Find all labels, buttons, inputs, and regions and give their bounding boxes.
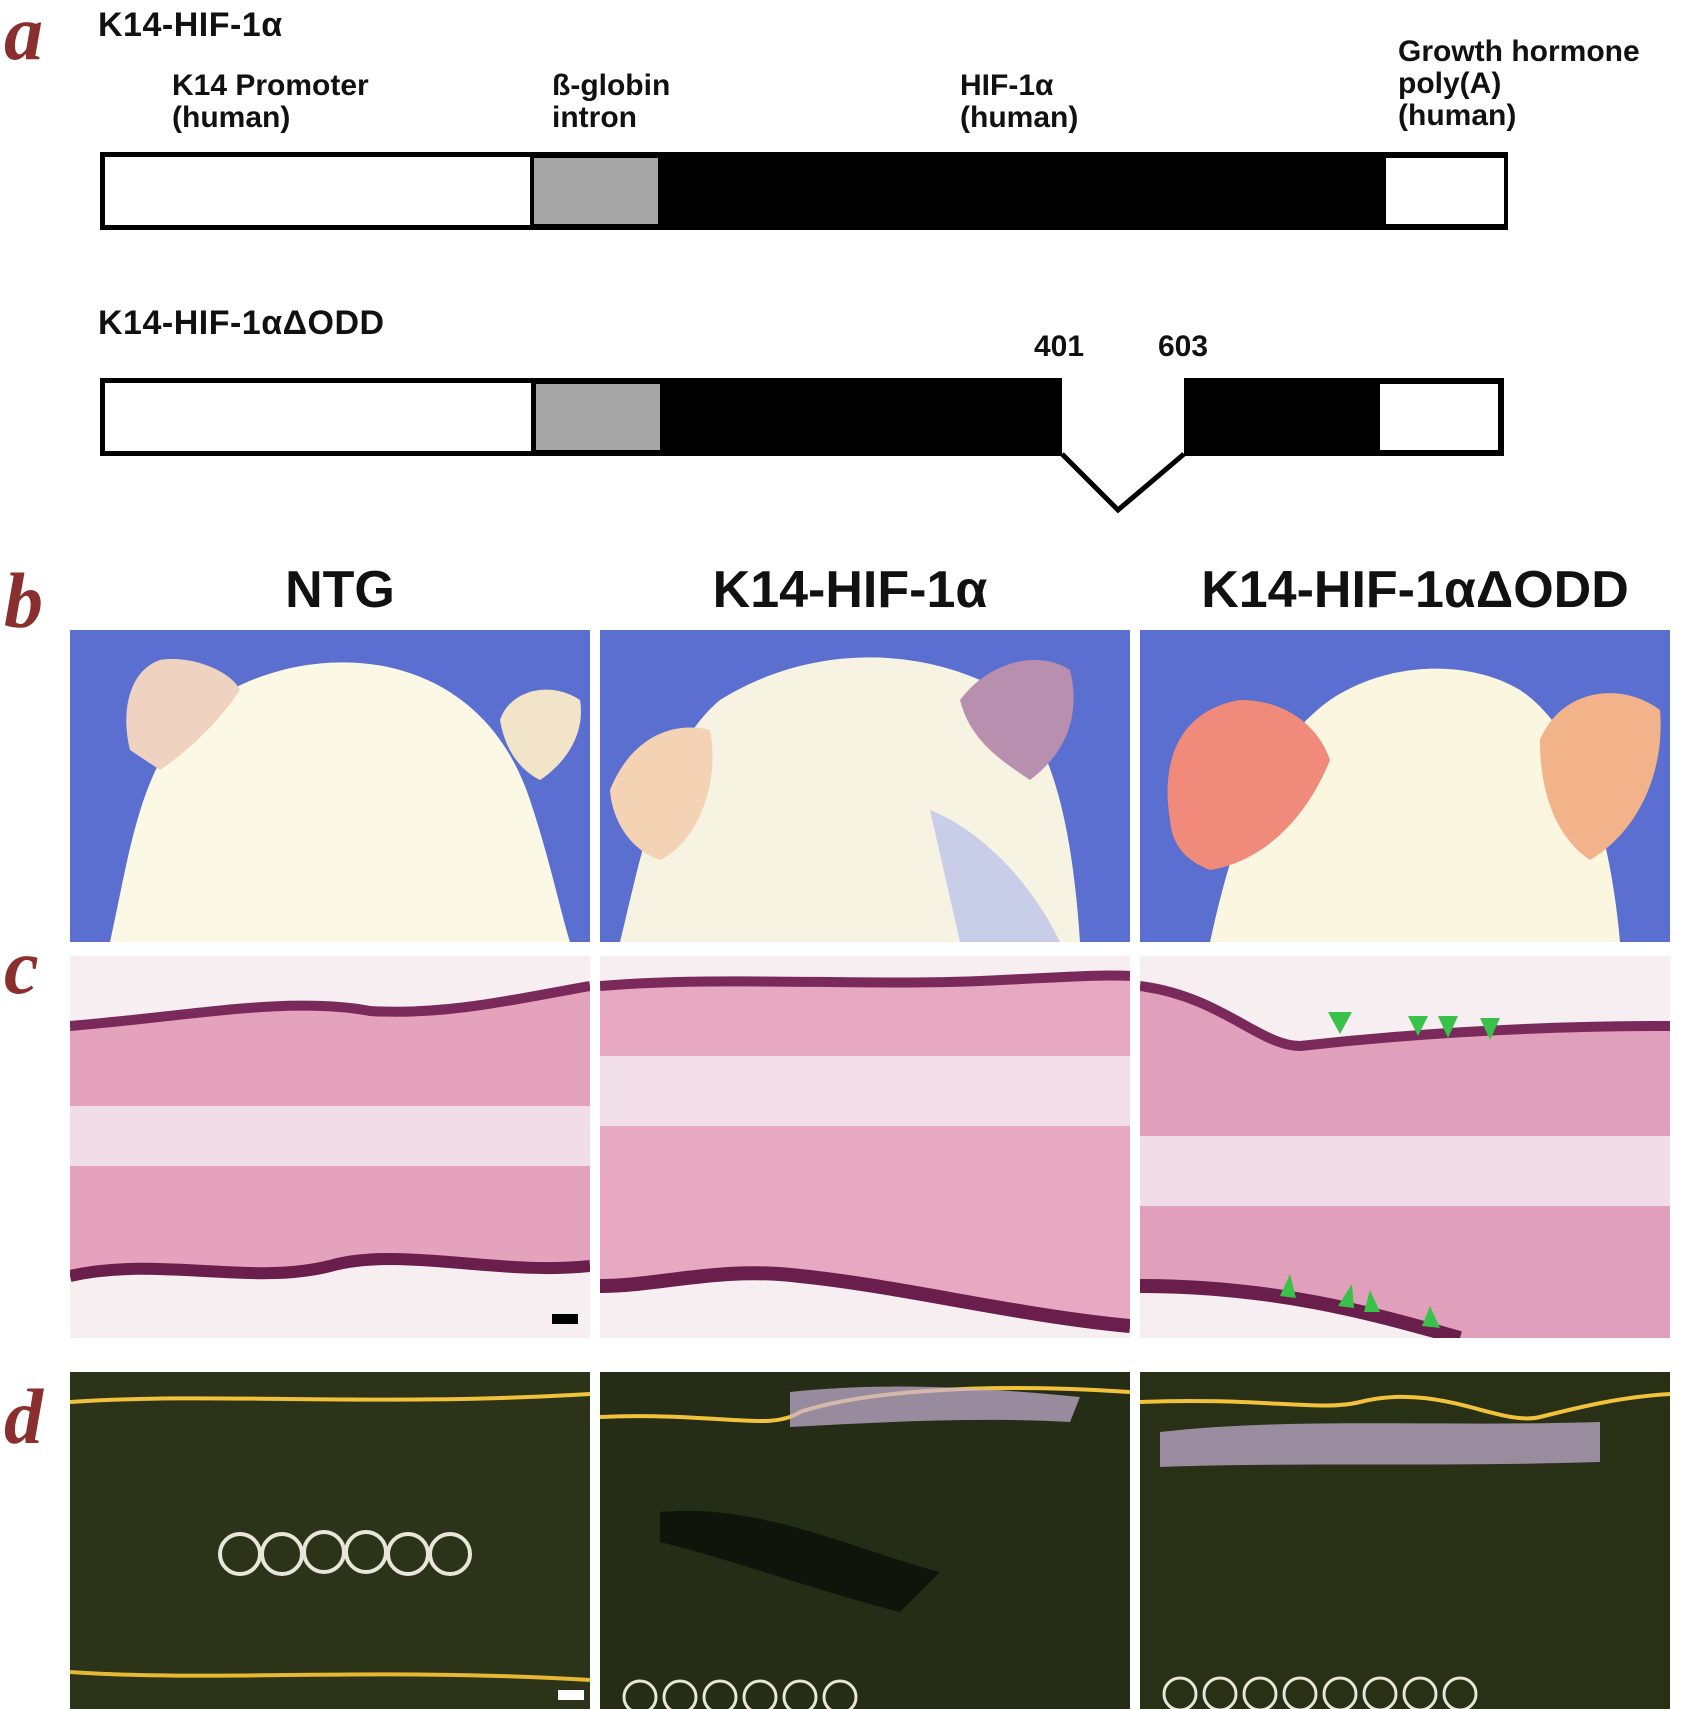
- mouse-photo-ntg: [70, 630, 590, 942]
- label-growth-hormone-polya: Growth hormone poly(A) (human): [1398, 35, 1640, 132]
- he-section-k14-hif1a-dodd: [1140, 956, 1670, 1338]
- construct-title-dodd: K14-HIF-1αΔODD: [98, 304, 385, 342]
- dodd-polya-box: [1380, 384, 1498, 450]
- darkfield-section-k14-hif1a: [600, 1372, 1130, 1709]
- column-header-k14-hif1a: K14-HIF-1α: [712, 561, 988, 619]
- he-section-ntg: [70, 956, 590, 1338]
- panel-letter-c: c: [4, 923, 39, 1010]
- mouse-photo-k14-hif1a: [600, 630, 1130, 942]
- construct-title-wt: K14-HIF-1α: [98, 6, 283, 44]
- panel-letter-b: b: [4, 557, 43, 644]
- dodd-promoter-box: [105, 383, 531, 451]
- dodd-intron-box: [536, 384, 660, 450]
- wt-promoter-box: [105, 157, 530, 225]
- column-header-ntg: NTG: [285, 561, 395, 619]
- wt-intron-box: [534, 158, 658, 224]
- darkfield-section-k14-hif1a-dodd: [1140, 1372, 1670, 1709]
- mouse-photo-k14-hif1a-dodd: [1140, 630, 1670, 942]
- deletion-start-label: 401: [1034, 330, 1085, 363]
- construct-diagram-wt: [100, 152, 1508, 230]
- panel-letter-a: a: [4, 0, 43, 76]
- construct-diagram-dodd: [100, 378, 1504, 514]
- panel-letter-d: d: [4, 1373, 43, 1460]
- wt-polya-box: [1386, 158, 1504, 224]
- column-header-k14-hif1a-dodd: K14-HIF-1αΔODD: [1201, 561, 1629, 619]
- green-arrowheads: [1280, 1012, 1500, 1328]
- label-beta-globin-intron: ß-globin intron: [552, 69, 671, 134]
- deletion-end-label: 603: [1158, 330, 1209, 363]
- label-hif1a: HIF-1α (human): [960, 69, 1079, 134]
- label-k14-promoter: K14 Promoter (human): [172, 69, 369, 134]
- darkfield-section-ntg: [70, 1372, 590, 1709]
- he-section-k14-hif1a: [600, 956, 1130, 1338]
- deletion-marker: [1060, 452, 1186, 514]
